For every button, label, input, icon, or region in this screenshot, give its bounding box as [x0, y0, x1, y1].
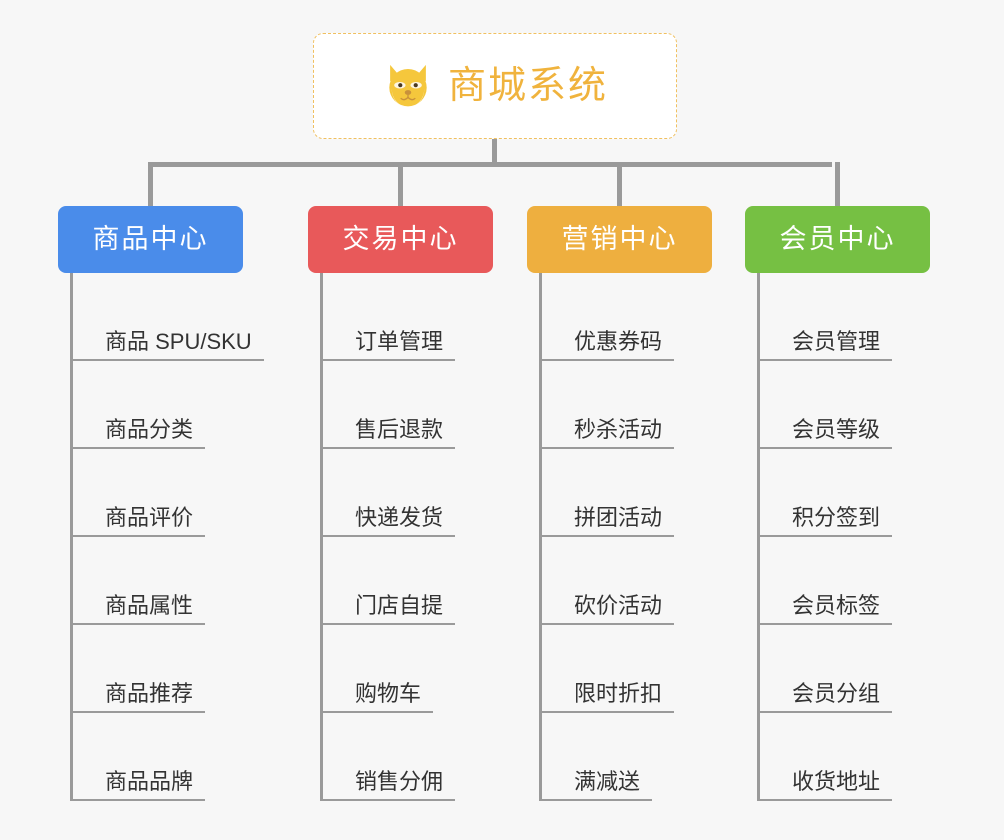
leaf-item-member-center-0[interactable]: 会员管理 [760, 273, 892, 361]
leaf-item-label: 快递发货 [355, 505, 444, 530]
leaf-item-trade-center-4[interactable]: 购物车 [323, 625, 433, 713]
leaf-item-label: 优惠券码 [574, 329, 663, 354]
leaf-item-label: 门店自提 [355, 593, 444, 618]
connector-branch-drop-0 [148, 162, 153, 207]
leaf-item-label: 购物车 [355, 681, 422, 706]
leaf-item-label: 拼团活动 [574, 505, 663, 530]
leaf-item-product-center-1[interactable]: 商品分类 [73, 361, 205, 449]
connector-root-stem [492, 139, 497, 165]
leaf-item-underline [760, 359, 892, 361]
leaf-item-label: 会员标签 [792, 593, 881, 618]
branch-rail [70, 273, 73, 801]
leaf-item-member-center-3[interactable]: 会员标签 [760, 537, 892, 625]
connector-branch-drop-1 [398, 162, 403, 207]
leaf-item-underline [323, 447, 455, 449]
leaf-item-label: 商品属性 [105, 593, 194, 618]
leaf-item-label: 会员分组 [792, 681, 881, 706]
leaf-item-underline [73, 447, 205, 449]
leaf-item-member-center-5[interactable]: 收货地址 [760, 713, 892, 801]
leaf-item-product-center-0[interactable]: 商品 SPU/SKU [73, 273, 264, 361]
leaf-item-underline [323, 623, 455, 625]
leaf-item-underline [73, 623, 205, 625]
leaf-item-underline [73, 359, 264, 361]
connector-branch-drop-3 [835, 162, 840, 207]
leaf-item-underline [542, 535, 674, 537]
connector-branch-drop-2 [617, 162, 622, 207]
leaf-item-underline [542, 623, 674, 625]
leaf-item-underline [760, 535, 892, 537]
leaf-item-underline [760, 711, 892, 713]
leaf-item-underline [760, 799, 892, 801]
leaf-item-trade-center-5[interactable]: 销售分佣 [323, 713, 455, 801]
leaf-item-marketing-center-1[interactable]: 秒杀活动 [542, 361, 674, 449]
leaf-item-trade-center-1[interactable]: 售后退款 [323, 361, 455, 449]
leaf-item-label: 商品评价 [105, 505, 194, 530]
leaf-item-underline [542, 447, 674, 449]
leaf-item-member-center-1[interactable]: 会员等级 [760, 361, 892, 449]
leaf-item-trade-center-2[interactable]: 快递发货 [323, 449, 455, 537]
leaf-item-underline [323, 535, 455, 537]
leaf-item-member-center-4[interactable]: 会员分组 [760, 625, 892, 713]
branch-header-marketing-center[interactable]: 营销中心 [527, 206, 712, 273]
leaf-item-underline [73, 535, 205, 537]
leaf-item-underline [760, 447, 892, 449]
leaf-item-marketing-center-5[interactable]: 满减送 [542, 713, 652, 801]
leaf-item-marketing-center-4[interactable]: 限时折扣 [542, 625, 674, 713]
leaf-item-product-center-5[interactable]: 商品品牌 [73, 713, 205, 801]
branch-header-label: 商品中心 [92, 224, 209, 254]
leaf-item-product-center-3[interactable]: 商品属性 [73, 537, 205, 625]
leaf-item-label: 商品推荐 [105, 681, 194, 706]
leaf-item-label: 收货地址 [792, 769, 881, 794]
leaf-item-marketing-center-0[interactable]: 优惠券码 [542, 273, 674, 361]
leaf-item-member-center-2[interactable]: 积分签到 [760, 449, 892, 537]
leaf-item-marketing-center-3[interactable]: 砍价活动 [542, 537, 674, 625]
branch-header-label: 会员中心 [779, 224, 896, 254]
leaf-item-label: 积分签到 [792, 505, 881, 530]
leaf-item-underline [73, 799, 205, 801]
leaf-item-underline [542, 711, 674, 713]
leaf-item-marketing-center-2[interactable]: 拼团活动 [542, 449, 674, 537]
branch-header-trade-center[interactable]: 交易中心 [308, 206, 493, 273]
leaf-item-underline [542, 799, 652, 801]
root-node[interactable]: 商城系统 [313, 33, 677, 139]
branch-header-label: 交易中心 [342, 224, 459, 254]
leaf-item-label: 限时折扣 [574, 681, 663, 706]
leaf-item-label: 会员等级 [792, 417, 881, 442]
leaf-item-trade-center-0[interactable]: 订单管理 [323, 273, 455, 361]
connector-horizontal-bus [148, 162, 832, 167]
leaf-item-label: 秒杀活动 [574, 417, 663, 442]
leaf-item-underline [323, 799, 455, 801]
leaf-item-trade-center-3[interactable]: 门店自提 [323, 537, 455, 625]
branch-header-member-center[interactable]: 会员中心 [745, 206, 930, 273]
branch-rail [539, 273, 542, 801]
leaf-item-underline [73, 711, 205, 713]
leaf-item-underline [760, 623, 892, 625]
branch-rail [320, 273, 323, 801]
leaf-item-underline [542, 359, 674, 361]
branch-rail [757, 273, 760, 801]
leaf-item-label: 满减送 [574, 769, 641, 794]
leaf-item-label: 会员管理 [792, 329, 881, 354]
leaf-item-label: 售后退款 [355, 417, 444, 442]
leaf-item-underline [323, 711, 433, 713]
leaf-item-label: 砍价活动 [574, 593, 663, 618]
leaf-item-label: 商品 SPU/SKU [105, 329, 252, 354]
leaf-item-label: 商品品牌 [105, 769, 194, 794]
leaf-item-label: 商品分类 [105, 417, 194, 442]
leaf-item-product-center-2[interactable]: 商品评价 [73, 449, 205, 537]
leaf-item-label: 销售分佣 [355, 769, 444, 794]
leaf-item-label: 订单管理 [355, 329, 444, 354]
branch-header-product-center[interactable]: 商品中心 [58, 206, 243, 273]
leaf-item-underline [323, 359, 455, 361]
shiba-dog-face-icon [389, 64, 427, 108]
leaf-item-product-center-4[interactable]: 商品推荐 [73, 625, 205, 713]
root-title: 商城系统 [447, 65, 608, 107]
branch-header-label: 营销中心 [561, 224, 678, 254]
